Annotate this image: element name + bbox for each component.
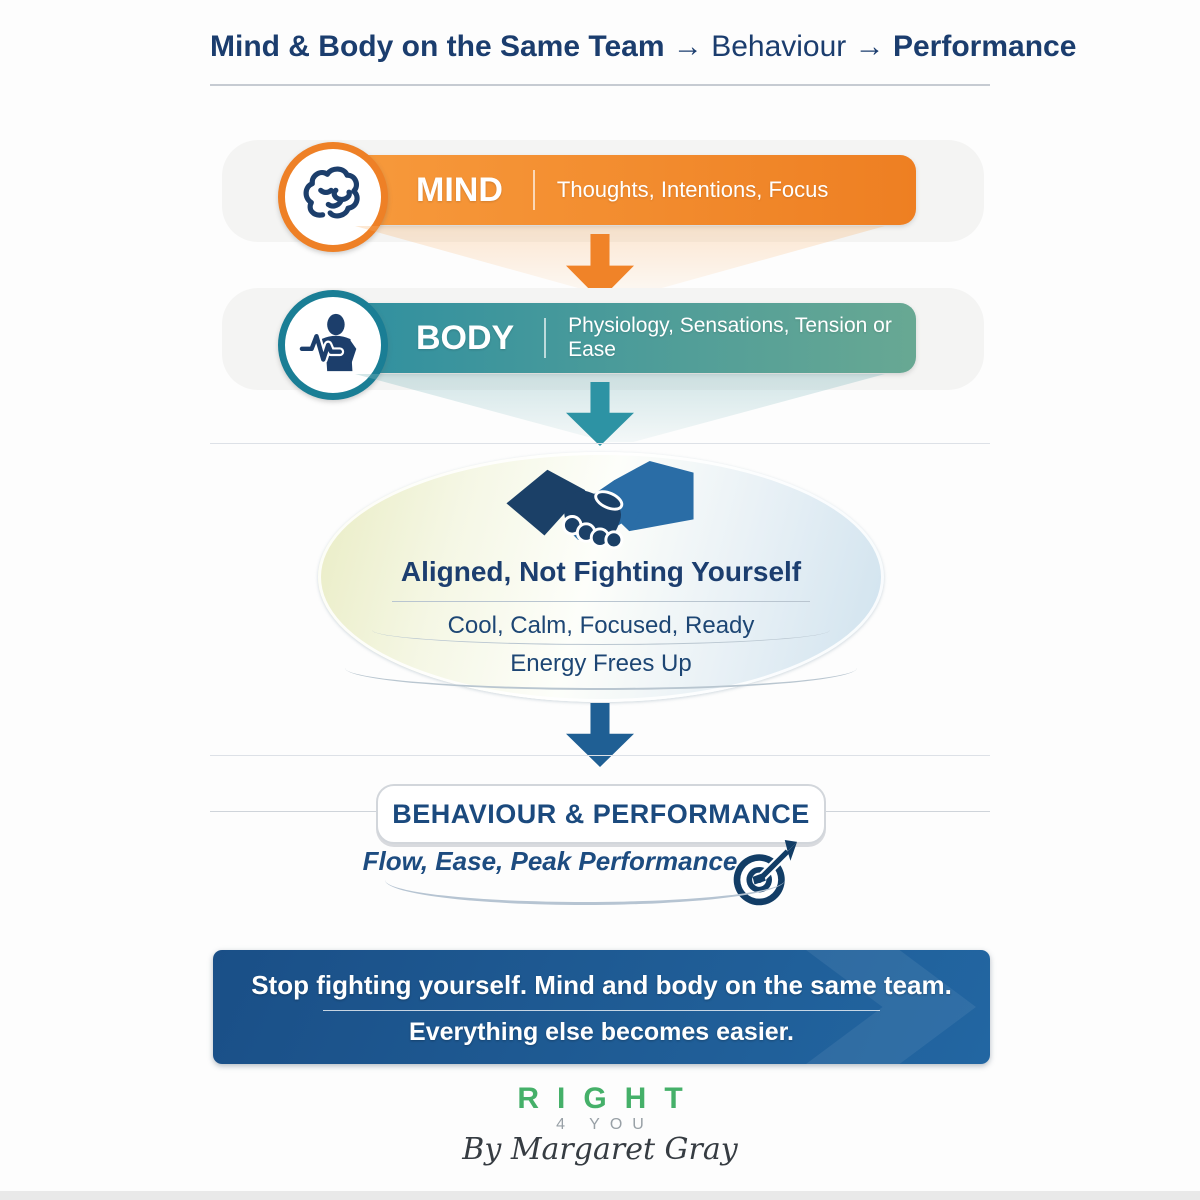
logo-subbrand: 4 YOU: [556, 1116, 654, 1133]
body-label-divider: [544, 318, 547, 358]
behaviour-box-label: BEHAVIOUR & PERFORMANCE: [392, 798, 810, 829]
behaviour-side-line-right: [822, 811, 990, 812]
banner-line2: Everything else becomes easier.: [409, 1018, 794, 1046]
body-label: BODY: [416, 318, 515, 357]
mind-label: MIND: [416, 170, 503, 209]
brain-icon: [300, 162, 366, 233]
behaviour-down-arrow-icon: [566, 703, 634, 767]
title-arrow-2: →: [854, 30, 885, 63]
title-behaviour: Behaviour: [711, 30, 847, 63]
bottom-edge-strip: [0, 1191, 1200, 1200]
body-pulse-icon: [297, 309, 367, 382]
mind-funnel: [355, 226, 885, 296]
behaviour-box: BEHAVIOUR & PERFORMANCE: [376, 784, 826, 844]
summary-banner: Stop fighting yourself. Mind and body on…: [213, 950, 990, 1064]
body-description: Physiology, Sensations, Tension or Ease: [568, 314, 892, 361]
mind-bar: MIND Thoughts, Intentions, Focus: [338, 155, 916, 225]
logo-brand: RIGHT: [517, 1082, 701, 1115]
alignment-divider-2: [372, 630, 830, 645]
mind-icon-circle: [278, 142, 388, 252]
banner-divider: [323, 1010, 880, 1011]
target-arrow-icon: [728, 840, 798, 910]
alignment-heading: Aligned, Not Fighting Yourself: [400, 556, 802, 587]
section-divider-line-2: [210, 755, 990, 756]
body-icon-circle: [278, 290, 388, 400]
section-divider-line-1: [210, 443, 990, 444]
body-bar: BODY Physiology, Sensations, Tension or …: [338, 303, 916, 373]
mind-label-divider: [532, 170, 535, 210]
behaviour-swoosh: [385, 880, 785, 905]
alignment-divider-1: [392, 601, 810, 602]
title-performance: Performance: [892, 30, 1077, 63]
behaviour-subline: Flow, Ease, Peak Performance: [362, 846, 738, 876]
banner-line1: Stop fighting yourself. Mind and body on…: [251, 970, 952, 1000]
body-funnel: [355, 374, 885, 442]
title-arrow-1: →: [672, 30, 703, 63]
page-title: Mind & Body on the Same Team → Behaviour…: [210, 30, 1076, 64]
behaviour-side-line-left: [210, 811, 376, 812]
title-main: Mind & Body on the Same Team: [210, 30, 665, 63]
handshake-icon: [505, 458, 695, 556]
mind-description: Thoughts, Intentions, Focus: [556, 177, 829, 202]
logo-byline: By Margaret Gray: [462, 1132, 738, 1167]
alignment-bottom-swoosh: [345, 668, 857, 690]
title-divider-line: [210, 84, 990, 86]
